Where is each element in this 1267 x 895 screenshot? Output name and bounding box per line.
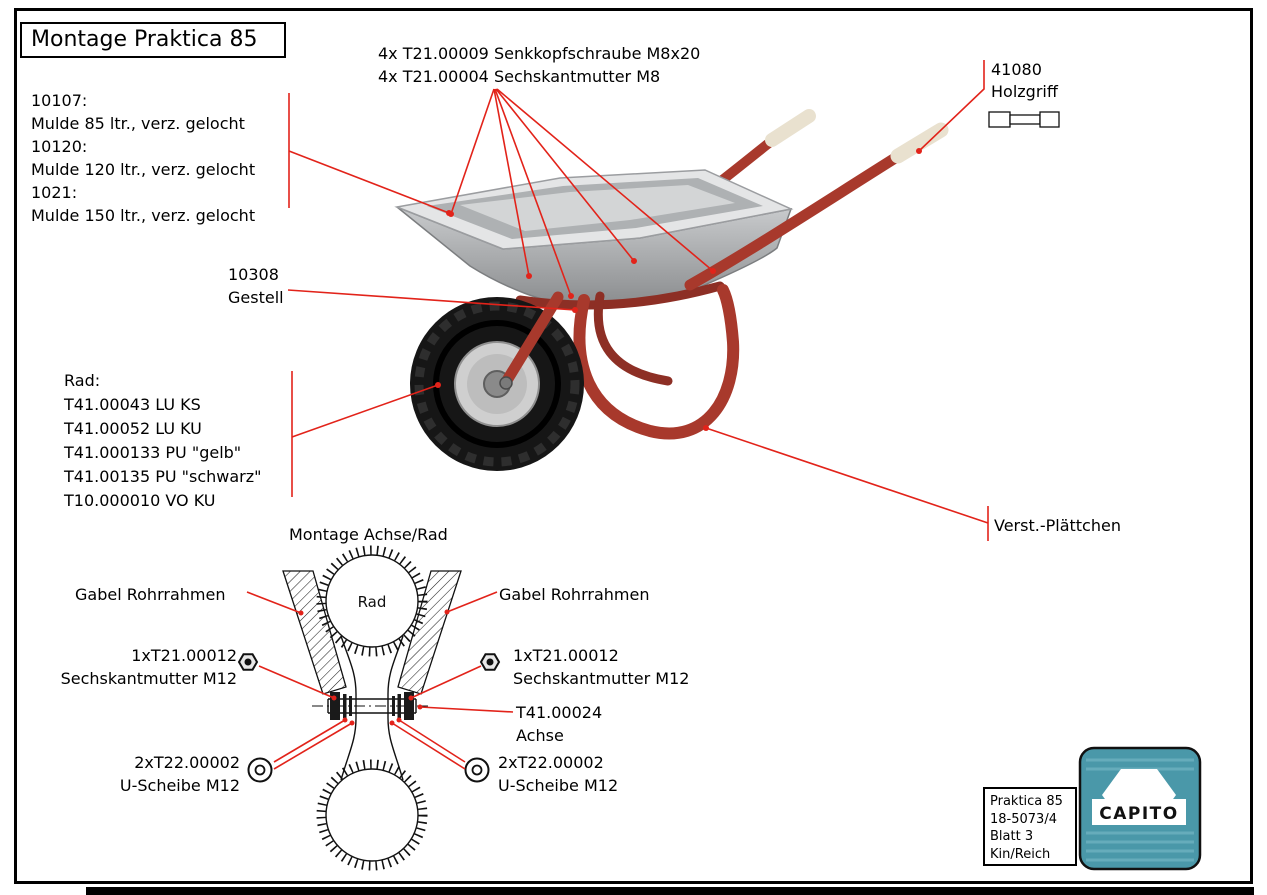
wheel-top-ticks (316, 545, 428, 657)
callout-line: Verst.-Plättchen (994, 516, 1121, 535)
detail-nut-left (330, 692, 340, 720)
near-wood-grip (890, 122, 949, 164)
page-title: Montage Praktica 85 (31, 27, 258, 52)
callout-verst-plaettchen: Verst.-Plättchen (994, 514, 1121, 537)
callout-line: 2xT22.00002 (134, 753, 240, 772)
wheel-bottom-ticks (316, 759, 428, 871)
label-achse: T41.00024 Achse (516, 701, 602, 747)
callout-line: T41.000133 PU "gelb" (64, 443, 242, 462)
label-mutter-right: 1xT21.00012 Sechskantmutter M12 (513, 644, 689, 690)
callout-line: Gabel Rohrrahmen (75, 585, 226, 604)
callout-line: 1xT21.00012 (513, 646, 619, 665)
callout-line: Mulde 85 ltr., verz. gelocht (31, 114, 245, 133)
capito-name-band (1092, 799, 1186, 825)
sheet-border (14, 8, 1253, 884)
callout-line: Gestell (228, 288, 284, 307)
detail-nut-right (404, 692, 414, 720)
rear-leg-tube (593, 291, 673, 386)
callout-line: 10308 (228, 265, 279, 284)
label-scheibe-left: 2xT22.00002 U-Scheibe M12 (60, 751, 240, 797)
page-title-box: Montage Praktica 85 (20, 22, 286, 58)
callout-line: Mulde 120 ltr., verz. gelocht (31, 160, 256, 179)
callout-line: 1021: (31, 183, 78, 202)
callout-line: Sechskantmutter M12 (60, 669, 237, 688)
wheel-top-circle (325, 554, 419, 648)
wheel-bottom-circle (325, 768, 419, 862)
label-scheibe-right: 2xT22.00002 U-Scheibe M12 (498, 751, 618, 797)
callout-gestell: 10308 Gestell (228, 263, 284, 309)
wheelbarrow-illustration (394, 109, 949, 471)
capito-logo: CAPITO (1078, 746, 1202, 871)
callout-line: T41.00024 (516, 703, 603, 722)
callout-line: Achse (516, 726, 564, 745)
axle-detail-drawing: Rad (282, 545, 462, 871)
label-gabel-right: Gabel Rohrrahmen (499, 583, 649, 606)
scan-edge-strip (86, 887, 1254, 895)
leader-lines (246, 60, 989, 770)
callout-line: Rad: (64, 371, 101, 390)
callout-line: Sechskantmutter M12 (513, 669, 690, 688)
callout-line: 1xT21.00012 (131, 646, 237, 665)
capito-logo-text: CAPITO (1099, 804, 1178, 824)
callout-line: Gabel Rohrrahmen (499, 585, 650, 604)
callout-line: 4x T21.00004 Sechskantmutter M8 (378, 67, 661, 86)
callout-line: 41080 (991, 60, 1042, 79)
callout-line: T41.00135 PU "schwarz" (64, 467, 262, 486)
callout-line: 4x T21.00009 Senkkopfschraube M8x20 (378, 44, 701, 63)
titleblock-line: Praktica 85 (990, 794, 1063, 809)
label-gabel-left: Gabel Rohrrahmen (75, 583, 225, 606)
label-mutter-left: 1xT21.00012 Sechskantmutter M12 (37, 644, 237, 690)
hub-profile-left (340, 635, 357, 781)
callout-mulde: 10107: Mulde 85 ltr., verz. gelocht 1012… (31, 89, 255, 227)
drawing-titleblock: Praktica 85 18-5073/4 Blatt 3 Kin/Reich (983, 787, 1077, 866)
callout-rad: Rad: T41.00043 LU KS T41.00052 LU KU T41… (64, 369, 262, 513)
titleblock-line: Kin/Reich (990, 846, 1051, 862)
hex-nut-icon (237, 653, 259, 671)
far-wood-grip (765, 109, 816, 147)
tub-interior-highlight (460, 185, 735, 231)
leader-dots (298, 148, 922, 726)
detail-title: Montage Achse/Rad (289, 523, 448, 546)
tire-tread (414, 301, 580, 467)
callout-screws: 4x T21.00009 Senkkopfschraube M8x20 4x T… (378, 42, 700, 88)
callout-holzgriff: 41080 Holzgriff (991, 59, 1058, 103)
callout-line: Mulde 150 ltr., verz. gelocht (31, 206, 256, 225)
washer-icon (464, 757, 490, 783)
axle-bolt (499, 376, 513, 390)
callout-line: U-Scheibe M12 (498, 776, 619, 795)
front-leg-loop (573, 284, 740, 440)
callout-line: 10120: (31, 137, 88, 156)
callout-line: Montage Achse/Rad (289, 525, 448, 544)
hub-profile-right (387, 635, 404, 781)
holzgriff-drawing (988, 111, 1060, 128)
titleblock-line: 18-5073/4 (990, 811, 1057, 827)
callout-line: T41.00052 LU KU (64, 419, 202, 438)
wheel-fork-tube (500, 291, 564, 388)
washer-icon (247, 757, 273, 783)
callout-line: Holzgriff (991, 82, 1058, 101)
callout-line: T41.00043 LU KS (64, 395, 201, 414)
detail-wheel-label: Rad (358, 593, 387, 611)
hex-nut-icon (479, 653, 501, 671)
callout-line: U-Scheibe M12 (119, 776, 240, 795)
callout-line: T10.000010 VO KU (64, 491, 216, 510)
callout-line: 2xT22.00002 (498, 753, 604, 772)
callout-line: 10107: (31, 91, 88, 110)
titleblock-line: Blatt 3 (990, 829, 1034, 844)
fork-hatched-left (282, 570, 347, 695)
fork-hatched-right (397, 570, 462, 695)
